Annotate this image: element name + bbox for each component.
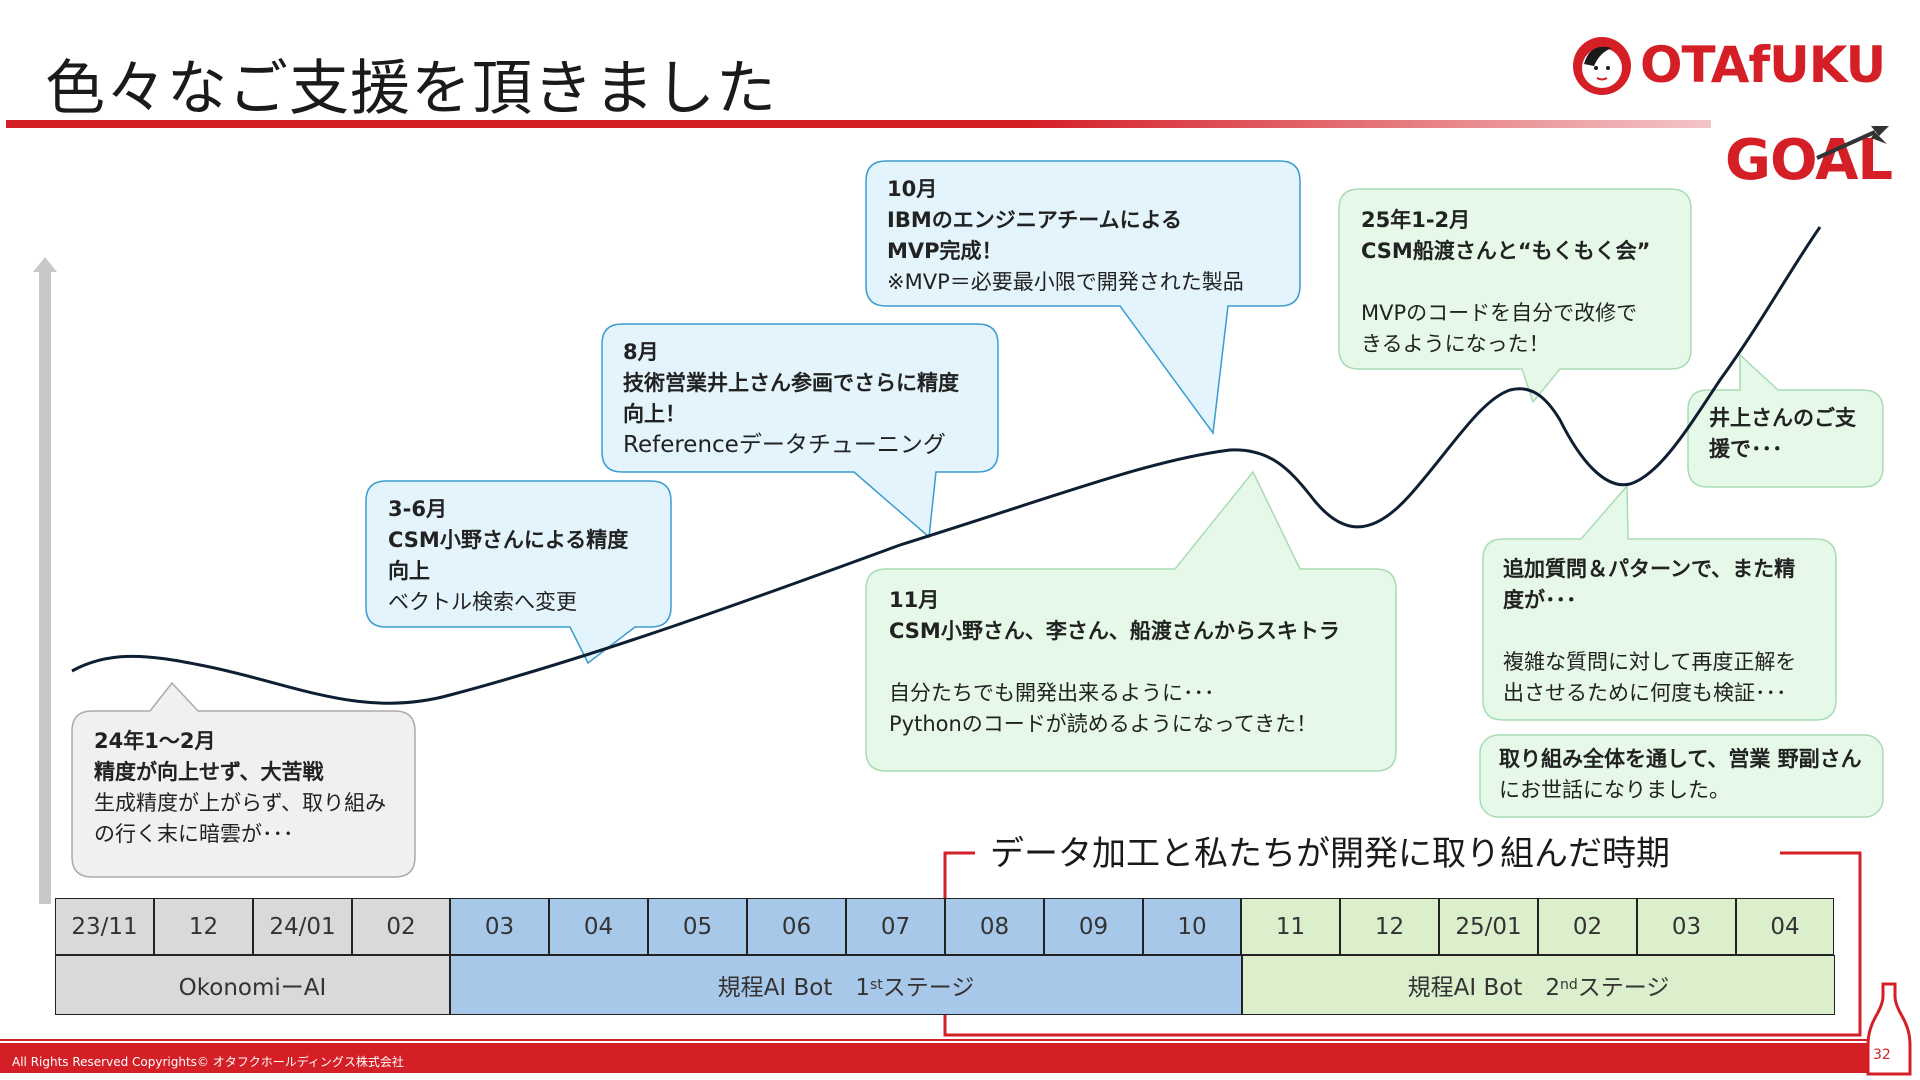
timeline-table: 23/11 12 24/01 02 03 04 05 06 07 08 09 1… — [55, 898, 1835, 1015]
bubble-6-shape — [1338, 188, 1692, 404]
progress-curve — [71, 226, 1822, 705]
bubble-8-line: 出させるために何度も検証･･･ — [1503, 681, 1787, 705]
month-cell: 09 — [1044, 898, 1143, 955]
phase-suffix: ステージ — [1577, 975, 1670, 1001]
month-cell: 03 — [1637, 898, 1736, 955]
month-cell: 23/11 — [55, 898, 154, 955]
development-period-label: データ加工と私たちが開発に取り組んだ時期 — [990, 834, 1670, 874]
bubble-5-shape — [865, 470, 1397, 772]
phase-label: OkonomiーAI — [178, 975, 327, 1001]
phase-cell-okonomi: OkonomiーAI — [55, 955, 450, 1015]
month-cell: 25/01 — [1439, 898, 1538, 955]
otafuku-logo: OTAfUKU — [1570, 34, 1886, 104]
bubble-3: 8月 技術営業井上さん参画でさらに精度 向上！ Referenceデータチューニ… — [623, 337, 959, 461]
bubble-5-line: Pythonのコードが読めるようになってきた！ — [889, 712, 1318, 736]
bubble-9-line: 取り組み全体を通して、営業 野副さん — [1499, 747, 1862, 771]
month-cell: 08 — [945, 898, 1044, 955]
month-cell: 02 — [1538, 898, 1637, 955]
bubble-2-period: 3-6月 — [388, 497, 447, 521]
month-cell: 04 — [549, 898, 648, 955]
logo-wordmark: OTAfUKU — [1640, 36, 1886, 94]
footer-line — [0, 1039, 1880, 1041]
bubble-6-headline: CSM船渡さんと“もくもく会” — [1361, 239, 1651, 263]
bubble-6: 25年1-2月 CSM船渡さんと“もくもく会” MVPのコードを自分で改修で き… — [1361, 205, 1650, 360]
bubble-7-shape — [1687, 353, 1884, 488]
bubble-2: 3-6月 CSM小野さんによる精度 向上 ベクトル検索へ変更 — [388, 494, 628, 618]
month-cell: 05 — [648, 898, 747, 955]
phase-suffix: ステージ — [882, 975, 975, 1001]
bubble-2-headline: 向上 — [388, 559, 430, 583]
bubble-2-shape — [365, 480, 672, 665]
bubble-6-period: 25年1-2月 — [1361, 208, 1471, 232]
bubble-1-headline: 精度が向上せず、大苦戦 — [94, 760, 324, 784]
bubble-4-headline: MVP完成！ — [887, 239, 1003, 263]
bubble-4-period: 10月 — [887, 177, 938, 201]
vertical-axis-arrow — [33, 257, 57, 904]
bubble-2-headline: CSM小野さんによる精度 — [388, 528, 629, 552]
bubble-9-line: にお世話になりました。 — [1499, 778, 1730, 802]
bubble-1-period: 24年1～2月 — [94, 729, 216, 753]
slide-title: 色々なご支援を頂きました — [45, 54, 777, 124]
goal-mark: GOAL — [1725, 126, 1895, 198]
bubble-4-headline: IBMのエンジニアチームによる — [887, 208, 1183, 232]
phase-ordinal: st — [870, 977, 883, 993]
title-underline — [6, 120, 1711, 128]
bubble-4: 10月 IBMのエンジニアチームによる MVP完成！ ※MVP＝必要最小限で開発… — [887, 174, 1244, 298]
phase-label: 規程AI Bot 1 — [717, 975, 870, 1001]
month-cell: 03 — [450, 898, 549, 955]
footer-copyright: All Rights Reserved Copyrights© オタフクホールデ… — [12, 1055, 404, 1069]
bubble-9: 取り組み全体を通して、営業 野副さん にお世話になりました。 — [1499, 744, 1862, 806]
bubble-3-period: 8月 — [623, 340, 659, 364]
bubble-5: 11月 CSM小野さん、李さん、船渡さんからスキトラ 自分たちでも開発出来るよう… — [889, 585, 1340, 740]
bubble-5-period: 11月 — [889, 588, 940, 612]
month-row: 23/11 12 24/01 02 03 04 05 06 07 08 09 1… — [55, 898, 1835, 955]
month-cell: 12 — [1340, 898, 1439, 955]
bubble-4-shape — [865, 160, 1301, 435]
otafuku-face-icon — [1573, 37, 1631, 95]
bubble-6-line: きるようになった！ — [1361, 332, 1550, 356]
dart-icon — [1816, 126, 1889, 160]
month-cell: 06 — [747, 898, 846, 955]
phase-label: 規程AI Bot 2 — [1407, 975, 1561, 1001]
bubble-3-headline: 向上！ — [623, 402, 686, 426]
bubble-2-note: ベクトル検索へ変更 — [388, 590, 577, 614]
goal-text: GOAL — [1725, 128, 1893, 193]
bubble-1-line: 生成精度が上がらず、取り組み — [94, 791, 387, 815]
bottle-icon — [1866, 982, 1912, 1076]
bubble-8: 追加質問＆パターンで、また精 度が･･･ 複雑な質問に対して再度正解を 出させる… — [1503, 554, 1796, 709]
month-cell: 10 — [1143, 898, 1241, 955]
bubble-9-shape — [1479, 734, 1884, 818]
footer-bar — [0, 1043, 1880, 1073]
month-cell: 12 — [154, 898, 253, 955]
bubble-3-shape — [601, 323, 999, 539]
bubble-5-line: 自分たちでも開発出来るように･･･ — [889, 681, 1215, 705]
month-cell: 07 — [846, 898, 945, 955]
page-number: 32 — [1873, 1047, 1891, 1063]
bubble-5-headline: CSM小野さん、李さん、船渡さんからスキトラ — [889, 619, 1340, 643]
month-cell: 02 — [352, 898, 450, 955]
bubble-1-line: の行く末に暗雲が･･･ — [94, 822, 294, 846]
phase-ordinal: nd — [1560, 977, 1578, 993]
bubble-1: 24年1～2月 精度が向上せず、大苦戦 生成精度が上がらず、取り組み の行く末に… — [94, 726, 386, 850]
bubble-7-line: 井上さんのご支 — [1709, 406, 1856, 430]
month-cell: 11 — [1241, 898, 1340, 955]
bubble-8-headline: 度が･･･ — [1503, 588, 1577, 612]
bubble-3-headline: 技術営業井上さん参画でさらに精度 — [623, 371, 959, 395]
month-cell: 04 — [1736, 898, 1834, 955]
month-cell: 24/01 — [253, 898, 352, 955]
development-period-bracket — [943, 851, 1862, 1037]
bubble-3-note: Referenceデータチューニング — [623, 432, 946, 458]
bubble-1-shape — [71, 681, 416, 878]
bubble-4-note: ※MVP＝必要最小限で開発された製品 — [887, 270, 1244, 294]
bubble-7-line: 援で･･･ — [1709, 437, 1783, 461]
bubble-6-line: MVPのコードを自分で改修で — [1361, 301, 1638, 325]
bubble-8-headline: 追加質問＆パターンで、また精 — [1503, 557, 1796, 581]
bubble-7: 井上さんのご支 援で･･･ — [1709, 403, 1856, 465]
bubble-8-shape — [1482, 484, 1837, 721]
bubble-8-line: 複雑な質問に対して再度正解を — [1503, 650, 1797, 674]
